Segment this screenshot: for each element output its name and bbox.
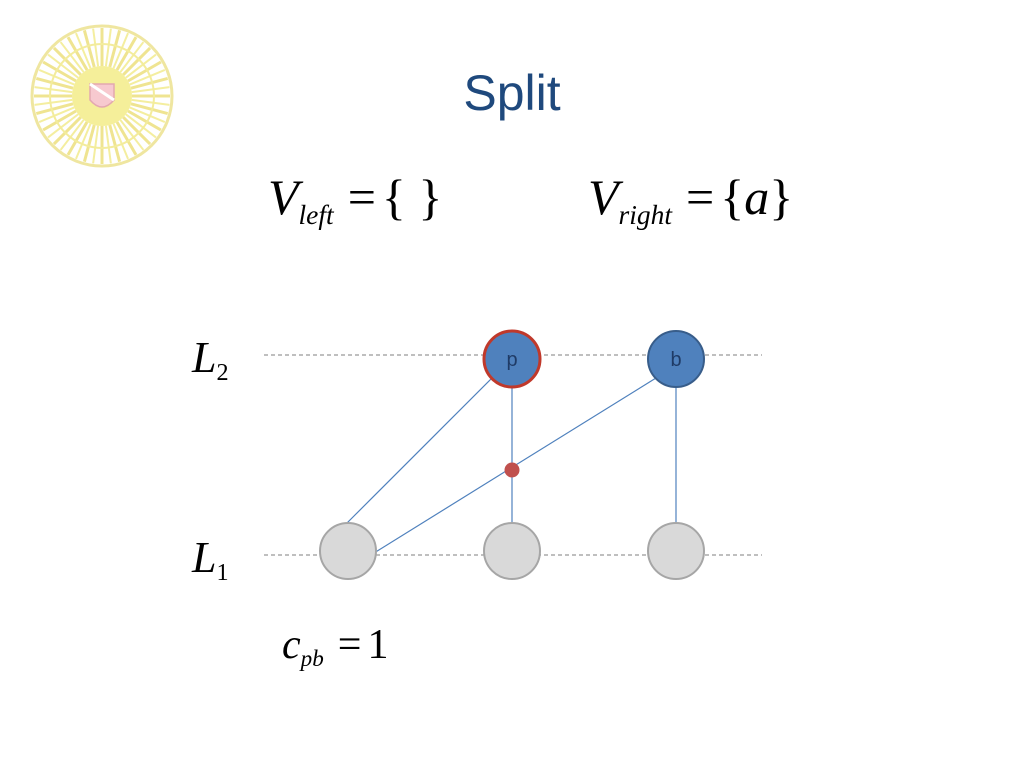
seal-ray — [35, 76, 74, 90]
v-right-open-brace: { — [720, 169, 745, 225]
v-left-symbol: V — [268, 169, 299, 225]
crossing-value: 1 — [367, 622, 389, 668]
node-b: b — [647, 330, 705, 388]
v-right-equation: Vright ={a} — [588, 169, 794, 228]
seal-ray — [112, 123, 129, 160]
seal-ray — [125, 53, 157, 79]
seal-rays — [34, 28, 170, 164]
seal-ray — [47, 53, 79, 79]
seal-ray — [52, 46, 82, 76]
v-left-value: { } — [381, 169, 443, 225]
seal-ray — [34, 86, 73, 94]
seal-ray — [38, 69, 75, 86]
v-right-subscript: right — [618, 198, 673, 230]
crossing-count-equation: cpb =1 — [282, 622, 389, 670]
seal-ray — [52, 116, 82, 146]
v-right-symbol: V — [588, 169, 619, 225]
seal-ray — [82, 124, 96, 163]
seal-ray — [115, 121, 138, 156]
seal-ray — [35, 102, 74, 116]
node-b-label: b — [670, 349, 681, 371]
seal-ray — [129, 106, 166, 123]
seal-ray — [104, 28, 112, 67]
seal-ray — [75, 123, 92, 160]
seal-ray — [42, 60, 77, 83]
seal-ray — [82, 29, 96, 68]
node-p-label: p — [506, 349, 517, 371]
crossing-subscript: pb — [300, 645, 324, 672]
seal-ray — [34, 98, 73, 106]
seal-ray — [59, 41, 85, 73]
empty-node-middle — [483, 522, 541, 580]
seal-ray — [108, 29, 122, 68]
seal-ray — [127, 60, 162, 83]
v-left-equals: = — [347, 169, 376, 225]
v-left-subscript: left — [298, 198, 334, 230]
crossing-marker — [504, 462, 520, 478]
edge-p-left — [345, 377, 493, 525]
seal-ray — [47, 113, 79, 139]
crossing-symbol: c — [282, 622, 301, 668]
layer-label-bottom: L1 — [192, 533, 229, 586]
seal-ray — [104, 125, 112, 164]
v-right-close-brace: } — [769, 169, 794, 225]
seal-ray — [59, 119, 85, 151]
seal-ray — [119, 41, 145, 73]
layer-top-symbol: L — [192, 333, 217, 382]
seal-ray — [42, 109, 77, 132]
seal-ray — [119, 119, 145, 151]
seal-ray — [131, 98, 170, 106]
seal-ray — [75, 32, 92, 69]
seal-ray — [92, 28, 100, 67]
crossing-equals: = — [337, 622, 362, 668]
seal-ray — [122, 46, 152, 76]
layer-label-top: L2 — [192, 333, 229, 386]
v-right-element: a — [744, 169, 770, 225]
layer-bottom-subscript: 1 — [216, 559, 229, 587]
layer-top-subscript: 2 — [216, 359, 229, 387]
empty-node-right — [647, 522, 705, 580]
seal-ray — [129, 69, 166, 86]
seal-ray — [92, 125, 100, 164]
seal-ray — [127, 109, 162, 132]
seal-ray — [125, 113, 157, 139]
seal-ray — [115, 36, 138, 71]
slide-title: Split — [463, 65, 561, 121]
node-p: p — [482, 329, 542, 389]
seal-ray — [112, 32, 129, 69]
seal-ray — [122, 116, 152, 146]
seal-ray — [131, 86, 170, 94]
seal-ray — [130, 102, 169, 116]
seal-ray — [130, 76, 169, 90]
seal-ray — [66, 121, 89, 156]
seal-ray — [108, 124, 122, 163]
seal-ray — [66, 36, 89, 71]
layer-bottom-symbol: L — [192, 533, 217, 582]
v-left-equation: Vleft ={ } — [268, 169, 443, 228]
v-right-equals: = — [686, 169, 715, 225]
empty-node-left — [319, 522, 377, 580]
seal-ray — [38, 106, 75, 123]
university-seal-logo — [30, 24, 174, 168]
